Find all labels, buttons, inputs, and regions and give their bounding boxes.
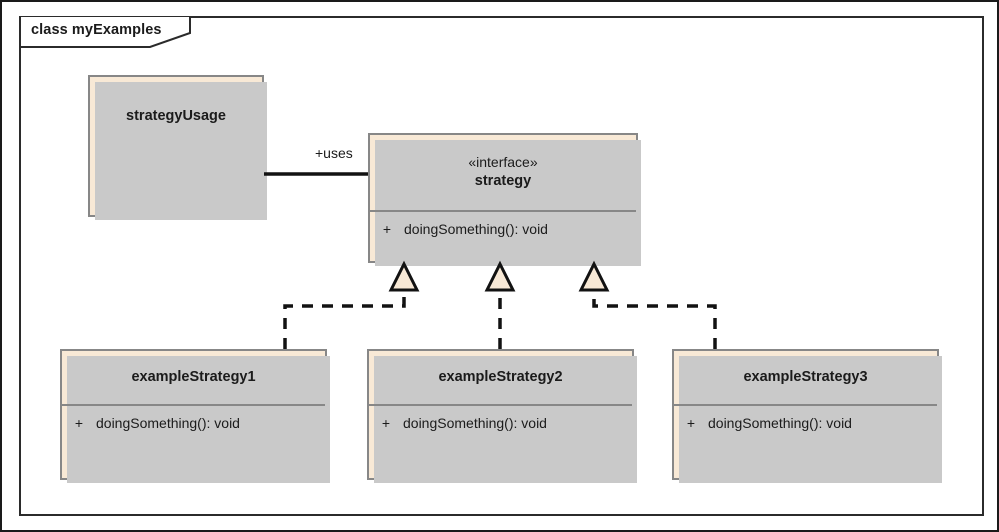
class-name-example-strategy-2: exampleStrategy2 bbox=[438, 369, 563, 386]
frame-label: class myExamples bbox=[31, 22, 162, 38]
compartment-divider-example-strategy-3 bbox=[674, 404, 937, 406]
class-header-example-strategy-3: exampleStrategy3 bbox=[674, 351, 937, 404]
member-visibility: + bbox=[74, 415, 84, 431]
class-members-example-strategy-2: + doingSomething(): void bbox=[369, 406, 632, 431]
member-signature: doingSomething(): void bbox=[403, 415, 547, 431]
member-row: + doingSomething(): void bbox=[370, 221, 636, 237]
member-row: + doingSomething(): void bbox=[369, 415, 632, 431]
class-box-strategy-usage[interactable]: strategyUsage bbox=[88, 75, 267, 220]
class-box-example-strategy-2[interactable]: exampleStrategy2 + doingSomething(): voi… bbox=[367, 349, 637, 483]
class-members-example-strategy-1: + doingSomething(): void bbox=[62, 406, 325, 431]
stereotype-interface: «interface» bbox=[468, 154, 538, 171]
class-name-example-strategy-1: exampleStrategy1 bbox=[131, 369, 256, 386]
class-header-example-strategy-1: exampleStrategy1 bbox=[62, 351, 325, 404]
class-name-strategy: strategy bbox=[474, 172, 532, 189]
member-row: + doingSomething(): void bbox=[62, 415, 325, 431]
compartment-divider-example-strategy-2 bbox=[369, 404, 632, 406]
class-header-strategy: «interface» strategy bbox=[370, 135, 636, 210]
association-label-uses: +uses bbox=[315, 145, 353, 161]
class-box-example-strategy-3[interactable]: exampleStrategy3 + doingSomething(): voi… bbox=[672, 349, 942, 483]
compartment-divider-strategy bbox=[370, 210, 636, 212]
member-visibility: + bbox=[382, 221, 392, 237]
member-visibility: + bbox=[686, 415, 696, 431]
class-header-example-strategy-2: exampleStrategy2 bbox=[369, 351, 632, 404]
class-name-example-strategy-3: exampleStrategy3 bbox=[743, 369, 868, 386]
class-members-example-strategy-3: + doingSomething(): void bbox=[674, 406, 937, 431]
member-visibility: + bbox=[381, 415, 391, 431]
uml-frame bbox=[19, 16, 984, 516]
member-signature: doingSomething(): void bbox=[708, 415, 852, 431]
class-members-strategy: + doingSomething(): void bbox=[370, 212, 636, 237]
member-signature: doingSomething(): void bbox=[96, 415, 240, 431]
class-box-strategy[interactable]: «interface» strategy + doingSomething():… bbox=[368, 133, 641, 266]
member-row: + doingSomething(): void bbox=[674, 415, 937, 431]
class-name-strategy-usage: strategyUsage bbox=[126, 107, 226, 124]
class-header-strategy-usage: strategyUsage bbox=[90, 77, 262, 133]
compartment-divider-example-strategy-1 bbox=[62, 404, 325, 406]
class-box-example-strategy-1[interactable]: exampleStrategy1 + doingSomething(): voi… bbox=[60, 349, 330, 483]
member-signature: doingSomething(): void bbox=[404, 221, 548, 237]
